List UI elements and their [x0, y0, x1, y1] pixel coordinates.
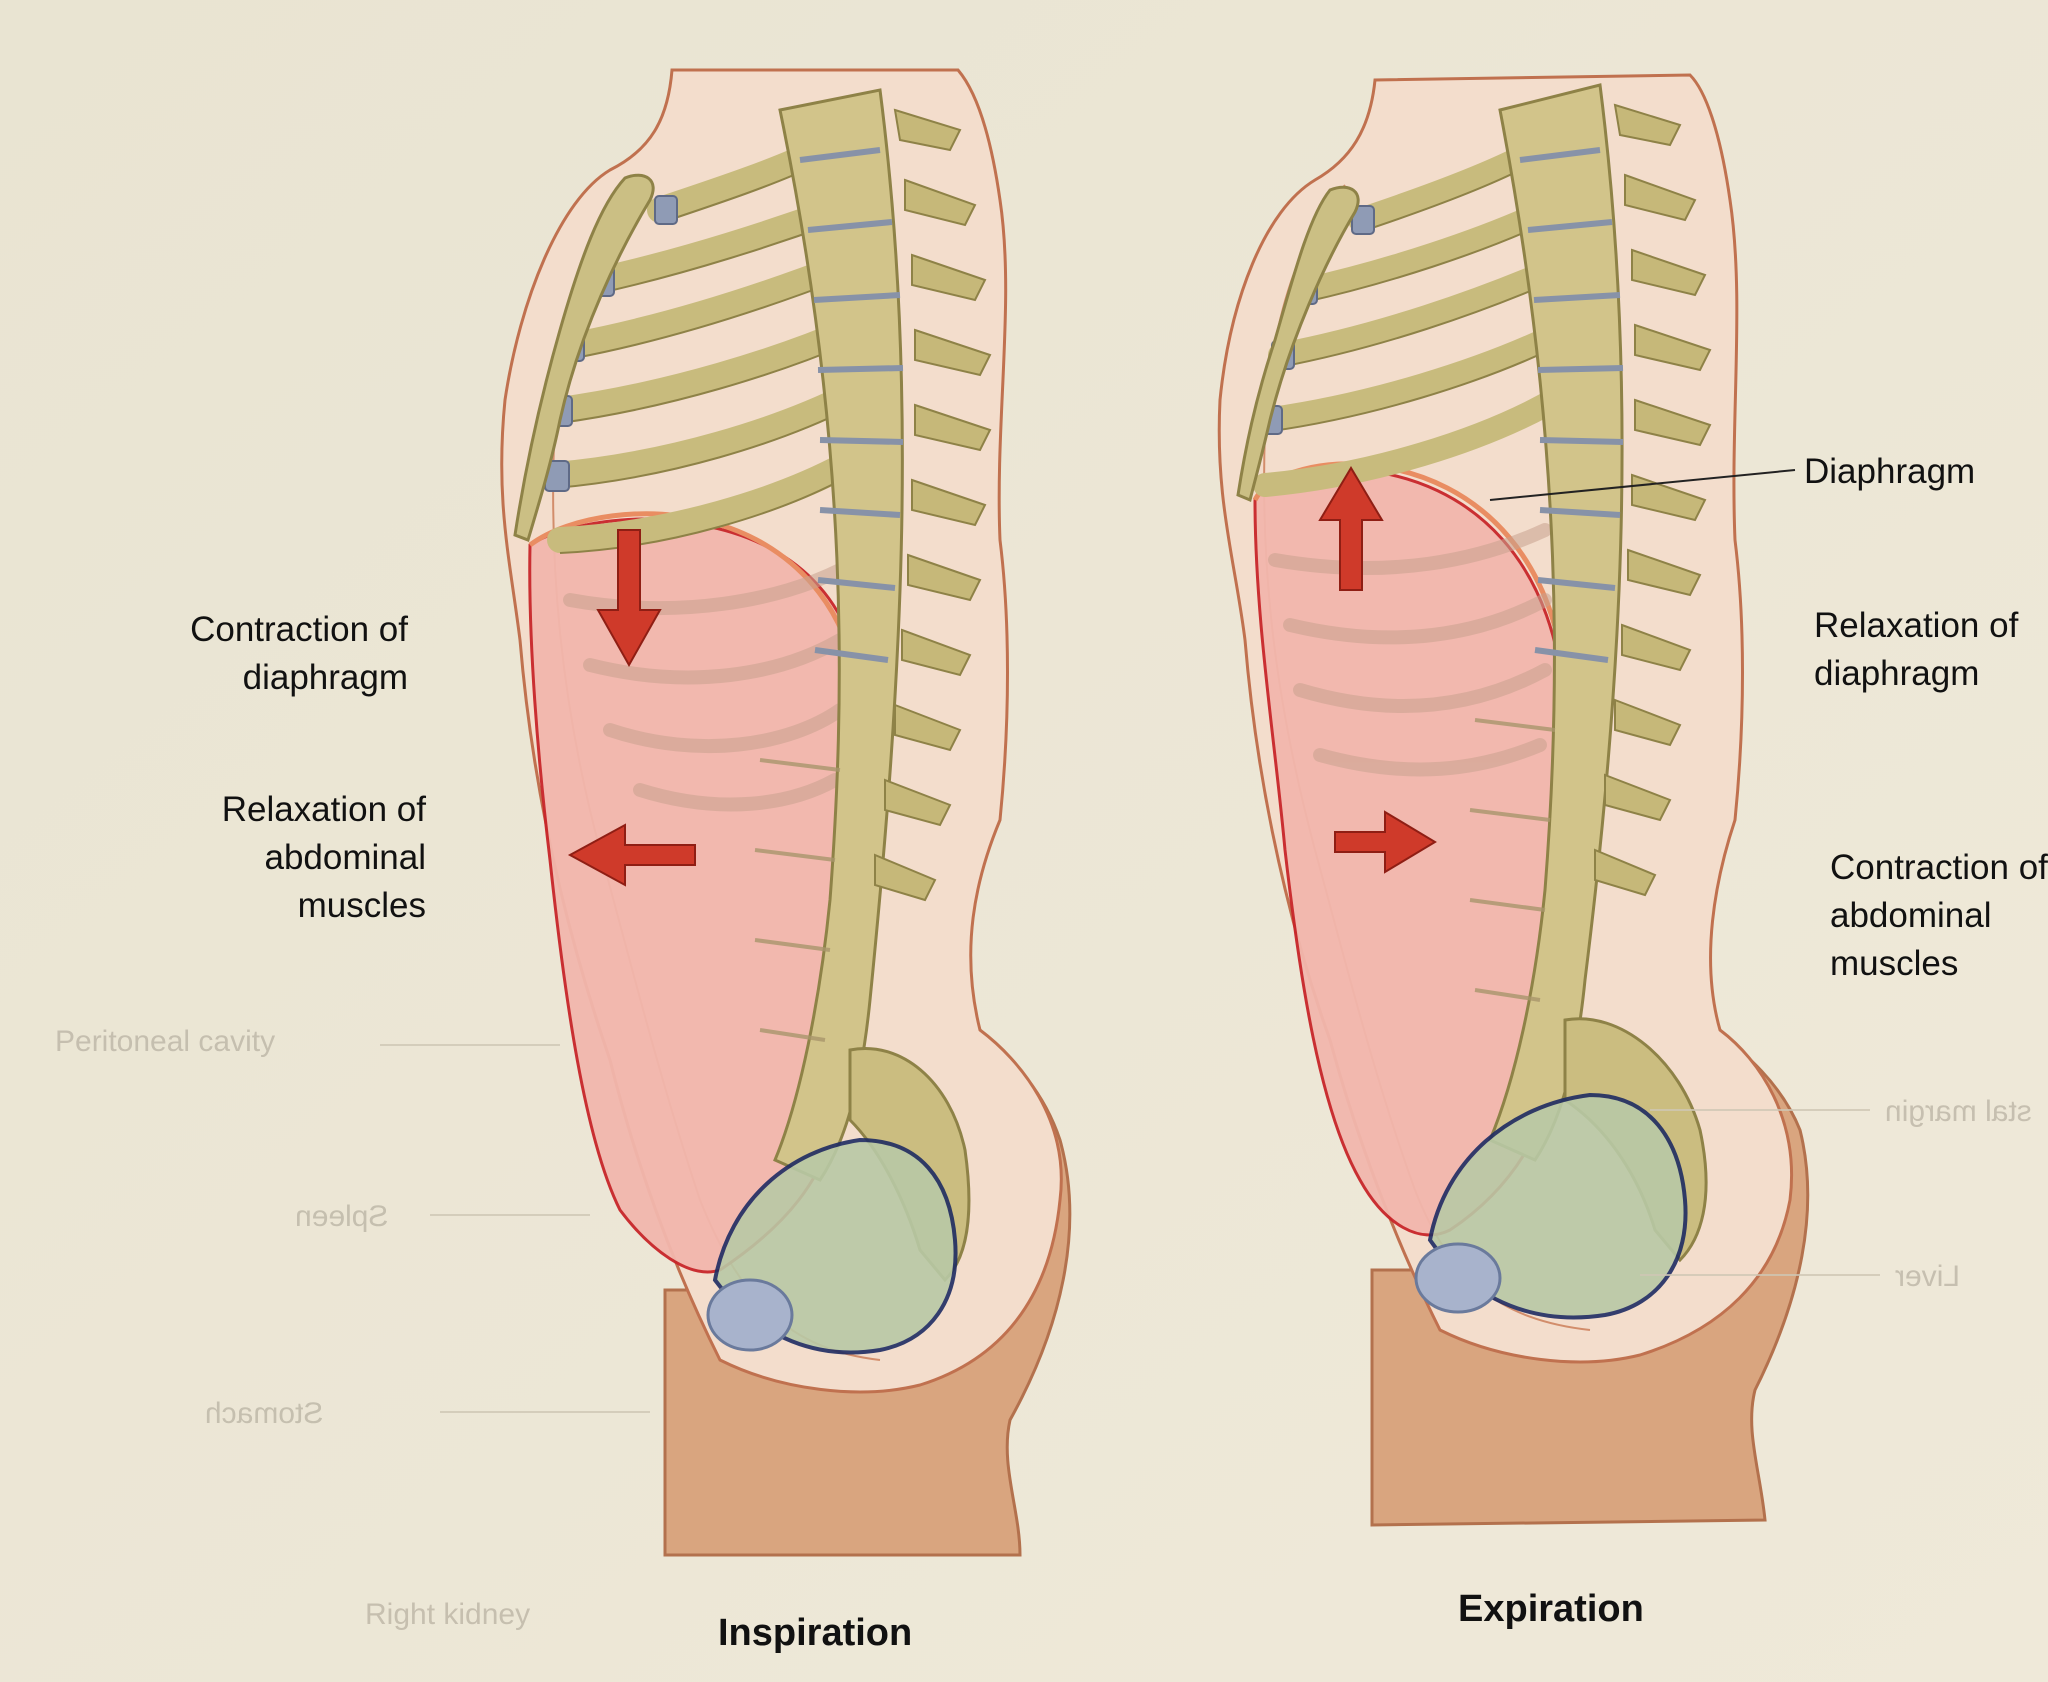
expiration-figure — [1217, 73, 1810, 1527]
ghost-label-liver: Liver — [1895, 1260, 1961, 1293]
label-line: abdominal — [1830, 896, 1992, 935]
label-line: muscles — [1830, 944, 1959, 983]
diaphragm-pointer-label: Diaphragm — [1804, 452, 1976, 491]
inspiration-sternum — [513, 173, 655, 542]
expiration-sternum — [1236, 185, 1360, 503]
ghost-label-costal-margin: stal margin — [1885, 1095, 2032, 1128]
expiration-ribs — [1253, 146, 1557, 497]
inspiration-caption: Inspiration — [718, 1612, 913, 1654]
label-line: Relaxation of — [221, 790, 426, 829]
diaphragm-pointer-line — [1489, 469, 1796, 501]
inspiration-diaphragm-label: Contraction of diaphragm — [190, 606, 408, 702]
label-line: Contraction of — [190, 610, 408, 649]
label-line: Relaxation of — [1814, 606, 2019, 645]
inspiration-abdominal-label: Relaxation of abdominal muscles — [222, 786, 426, 930]
label-line: muscles — [297, 886, 426, 925]
expiration-diaphragm-arrow — [1318, 466, 1384, 591]
expiration-diaphragm-label: Relaxation of diaphragm — [1814, 602, 2018, 698]
expiration-caption: Expiration — [1458, 1588, 1644, 1630]
ghost-label-spleen: Spleen — [295, 1200, 389, 1233]
expiration-abdominal-arrow — [1334, 810, 1437, 874]
background-leader-lines — [380, 1044, 1880, 1413]
expiration-lower-ribs-faint — [1268, 523, 1552, 777]
inspiration-abdominal-arrow — [567, 823, 696, 887]
expiration-rib-edges — [1264, 169, 1546, 433]
label-line: abdominal — [264, 838, 427, 877]
expiration-bladder — [1414, 1242, 1502, 1314]
inspiration-diaphragm-arrow — [596, 529, 662, 668]
expiration-abdominal-label: Contraction of abdominal muscles — [1830, 844, 2048, 988]
label-line: diaphragm — [1814, 654, 1980, 693]
ghost-label-right-kidney: Right kidney — [365, 1598, 531, 1631]
inspiration-spine — [754, 88, 992, 1182]
label-line: Contraction of — [1830, 848, 2048, 887]
ghost-label-peritoneal-cavity: Peritoneal cavity — [55, 1025, 276, 1058]
ghost-label-stomach: Stomach — [205, 1397, 324, 1430]
label-line: diaphragm — [242, 658, 408, 697]
inspiration-bladder — [706, 1278, 794, 1352]
inspiration-figure — [500, 68, 1072, 1557]
